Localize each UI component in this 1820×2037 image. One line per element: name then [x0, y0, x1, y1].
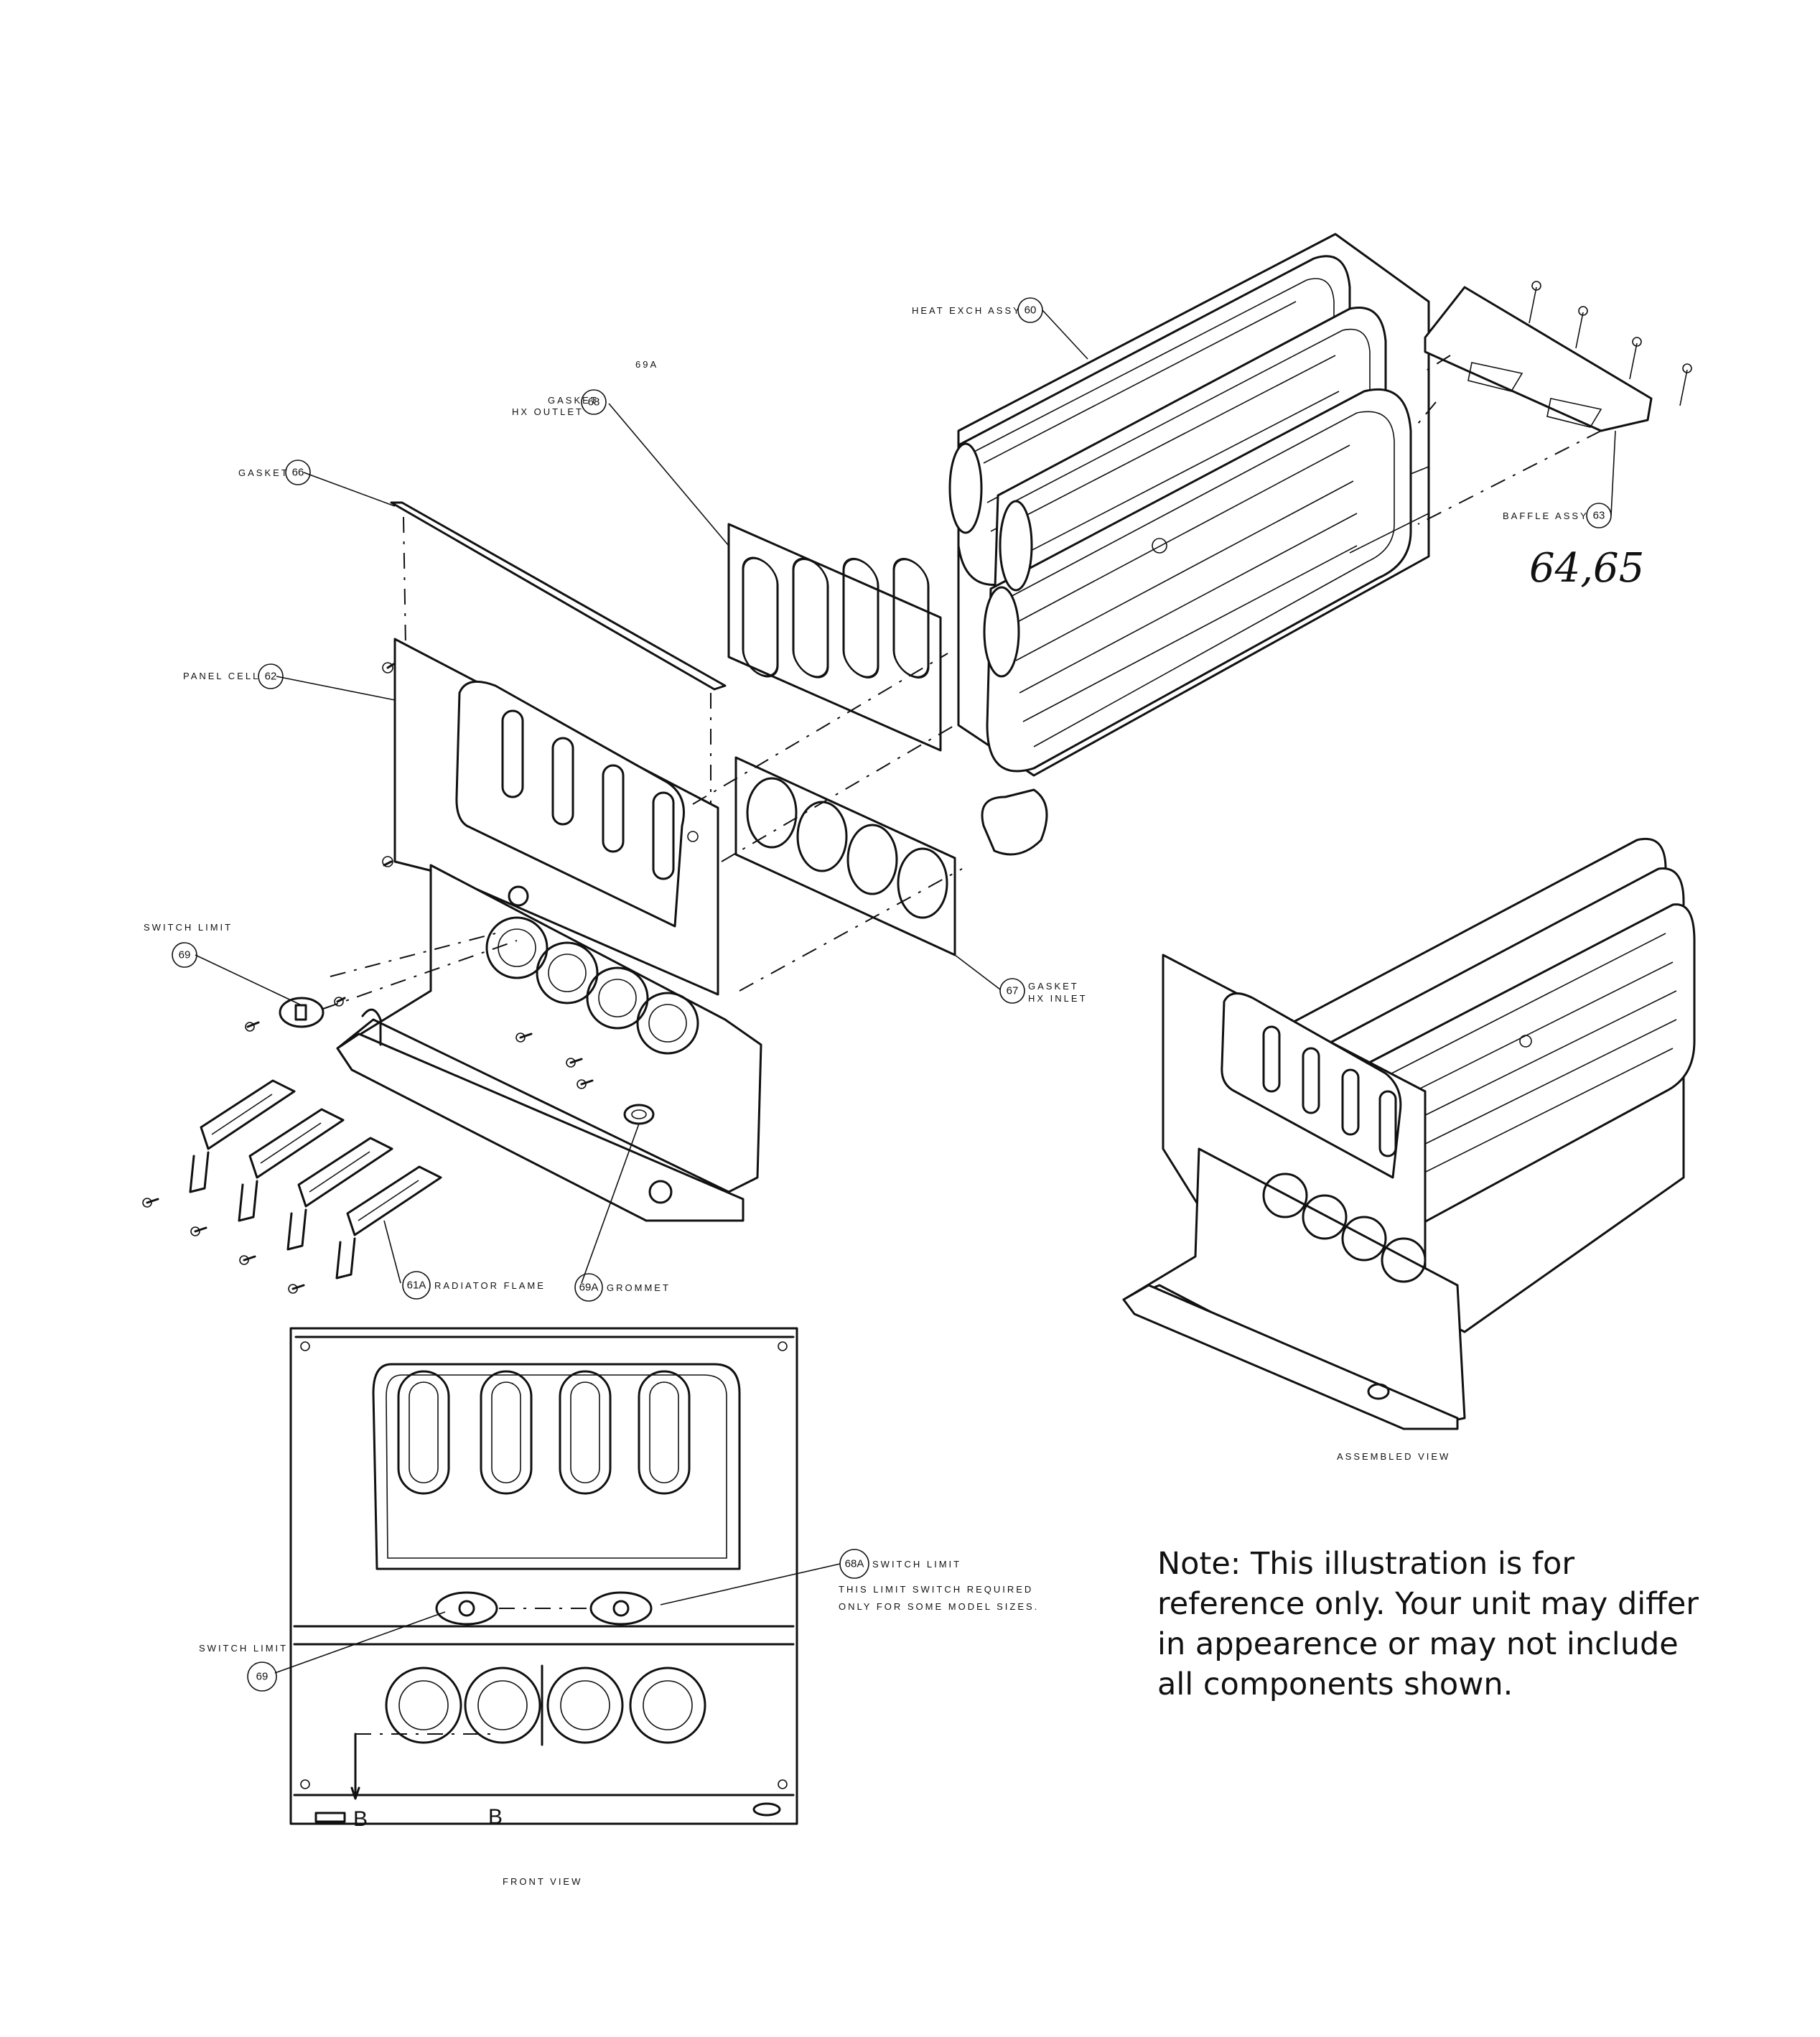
callout-baffle-assy: BAFFLE ASSY 63 [1503, 503, 1612, 528]
front-view-caption: FRONT VIEW [503, 1876, 582, 1887]
radiator-flame-set [189, 1079, 442, 1279]
svg-text:69: 69 [256, 1671, 269, 1683]
svg-text:60: 60 [1025, 304, 1037, 317]
panel-cell-burner-ports [485, 916, 699, 1055]
mounting-screws [142, 663, 594, 1294]
gasket [390, 501, 727, 804]
svg-text:RADIATOR FLAME: RADIATOR FLAME [434, 1280, 546, 1291]
gasket-hx-inlet [734, 756, 956, 956]
baffle-screws [1529, 281, 1692, 406]
svg-text:ONLY FOR SOME MODEL SIZES.: ONLY FOR SOME MODEL SIZES. [839, 1601, 1039, 1612]
radiator-flame-2 [238, 1108, 345, 1222]
callout-gasket: GASKET 66 [238, 460, 311, 485]
svg-text:67: 67 [1007, 985, 1019, 997]
heat-exchanger-assembly [948, 233, 1430, 856]
callout-grommet: 69A GROMMET [574, 1273, 671, 1302]
assembled-view [1122, 838, 1696, 1430]
panel-cell-burner-slots [501, 709, 675, 880]
panel-cell [330, 638, 963, 1222]
svg-text:HX INLET: HX INLET [1028, 993, 1088, 1004]
svg-text:SWITCH LIMIT: SWITCH LIMIT [199, 1643, 288, 1654]
section-marker-b-left: B [353, 1807, 368, 1831]
radiator-flame-3 [286, 1137, 393, 1251]
svg-text:68: 68 [588, 396, 600, 409]
callout-switch-limit-68a: 68A SWITCH LIMIT THIS LIMIT SWITCH REQUI… [839, 1549, 1039, 1612]
handwritten-part-numbers: 64,65 [1529, 545, 1644, 592]
baffle-assembly [1417, 281, 1692, 525]
svg-text:66: 66 [292, 467, 304, 479]
front-view [289, 1327, 798, 1825]
heat-exchanger-tube-3 [986, 388, 1412, 773]
svg-text:SWITCH LIMIT: SWITCH LIMIT [144, 922, 233, 933]
svg-text:61A: 61A [407, 1279, 426, 1292]
callout-gasket-hx-inlet: 67 GASKET HX INLET [999, 978, 1088, 1004]
radiator-flame-4 [335, 1165, 442, 1279]
svg-text:THIS LIMIT SWITCH REQUIRED: THIS LIMIT SWITCH REQUIRED [839, 1584, 1033, 1595]
leader-lines [195, 309, 1616, 1674]
svg-text:PANEL CELL: PANEL CELL [183, 671, 260, 681]
svg-text:69A: 69A [579, 1282, 599, 1294]
label-69a-stray: 69A [635, 359, 658, 370]
svg-text:GASKET: GASKET [1028, 981, 1079, 992]
svg-text:SWITCH LIMIT: SWITCH LIMIT [872, 1559, 961, 1570]
svg-text:69: 69 [179, 949, 191, 961]
callout-gasket-hx-outlet: GASKET HX OUTLET 68 [512, 389, 607, 417]
svg-text:GASKET: GASKET [238, 467, 289, 478]
assembled-view-caption: ASSEMBLED VIEW [1337, 1451, 1450, 1462]
svg-text:GROMMET: GROMMET [607, 1282, 671, 1293]
svg-text:63: 63 [1593, 510, 1605, 522]
callout-switch-limit: SWITCH LIMIT 69 [144, 922, 233, 968]
callout-radiator-flame: 61A RADIATOR FLAME [402, 1271, 546, 1300]
callout-switch-limit-front: SWITCH LIMIT 69 [199, 1643, 288, 1692]
gasket-hx-outlet [727, 523, 942, 752]
callout-heat-exch-assy: HEAT EXCH ASSY 60 [912, 297, 1043, 323]
svg-text:HX OUTLET: HX OUTLET [512, 406, 584, 417]
section-marker-b-right: B [488, 1805, 503, 1829]
svg-text:68A: 68A [845, 1558, 864, 1570]
front-view-burner-rings [385, 1667, 706, 1744]
callout-panel-cell: PANEL CELL 62 [183, 663, 284, 689]
radiator-flame-1 [189, 1079, 296, 1193]
reference-note: Note: This illustration is for reference… [1157, 1546, 1699, 1702]
front-view-burner-ovals [397, 1370, 691, 1495]
svg-text:GASKET: GASKET [548, 395, 599, 406]
svg-text:62: 62 [265, 671, 277, 683]
svg-text:BAFFLE ASSY: BAFFLE ASSY [1503, 511, 1589, 521]
svg-text:HEAT EXCH ASSY: HEAT EXCH ASSY [912, 305, 1022, 316]
